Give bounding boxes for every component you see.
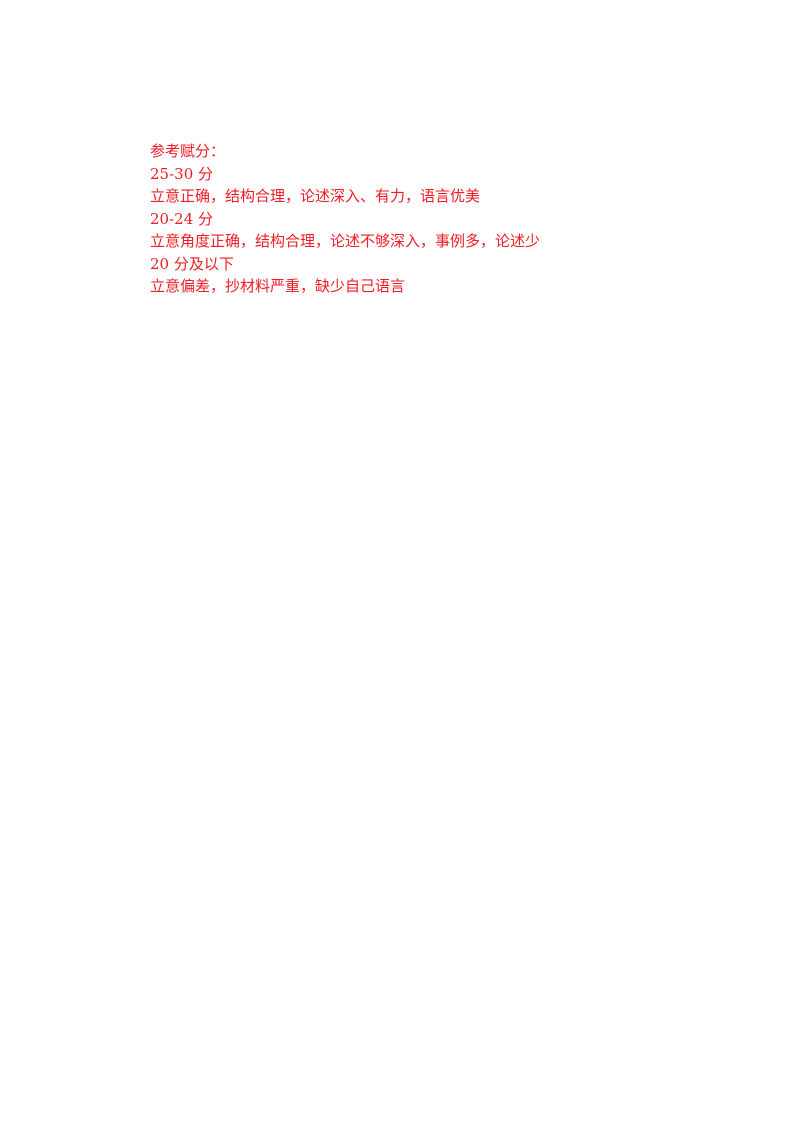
- tier-range: 20-24 分: [150, 209, 214, 228]
- tier-range: 20 分及以下: [150, 254, 234, 273]
- tier-criteria: 立意偏差，抄材料严重，缺少自己语言: [150, 277, 406, 295]
- tier-range: 25-30 分: [150, 164, 214, 183]
- tier-criteria: 立意角度正确，结构合理，论述不够深入，事例多，论述少: [150, 232, 541, 250]
- scoring-reference: 参考赋分： 25-30 分 立意正确，结构合理，论述深入、有力，语言优美 20-…: [150, 140, 710, 298]
- tier-criteria: 立意正确，结构合理，论述深入、有力，语言优美: [150, 187, 481, 205]
- scoring-heading: 参考赋分：: [150, 142, 226, 160]
